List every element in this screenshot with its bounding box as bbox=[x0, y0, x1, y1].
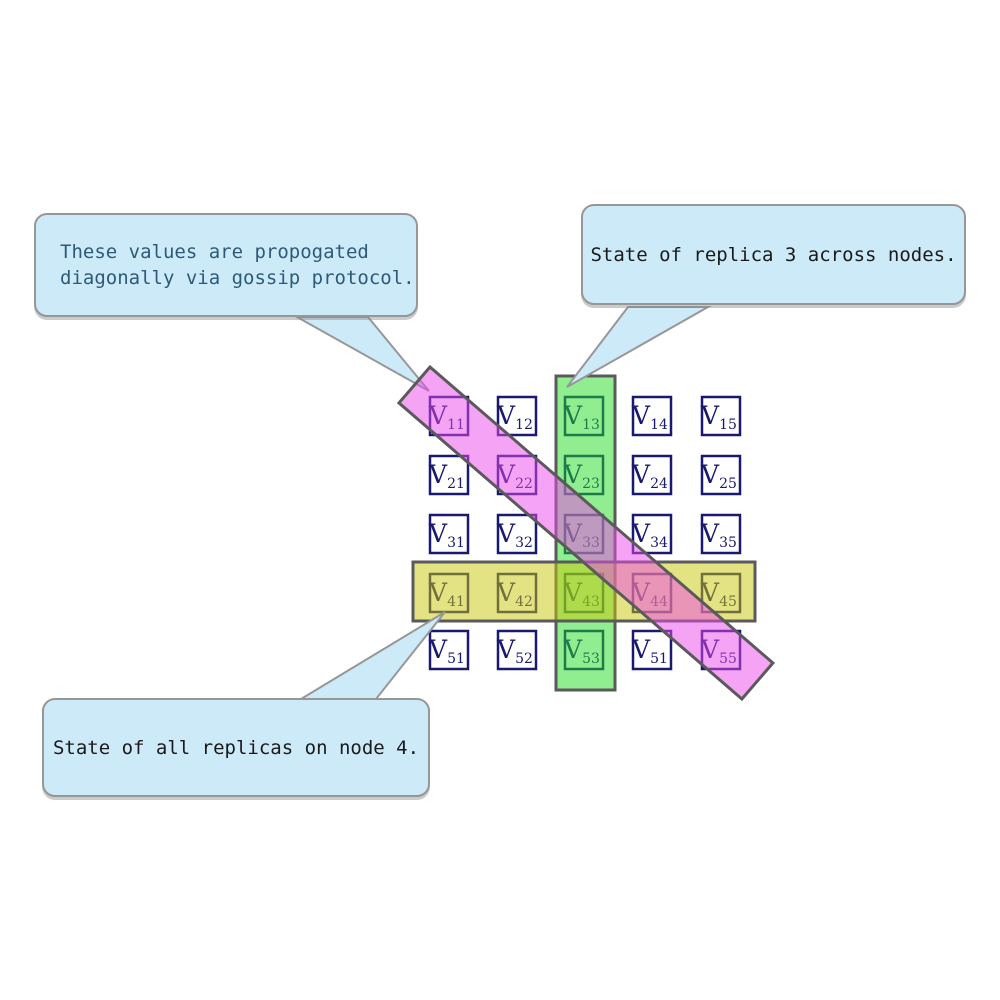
node-callout-tail bbox=[297, 611, 446, 700]
grid-cell-r3c4 bbox=[631, 513, 673, 555]
grid-cell-label: V15 bbox=[700, 401, 737, 433]
callout-tails bbox=[293, 306, 712, 700]
grid-cell-r3c2 bbox=[496, 513, 538, 555]
replica-callout: State of replica 3 across nodes. bbox=[581, 204, 966, 305]
gossip-diagonal-rect bbox=[396, 364, 776, 702]
grid-cell-r3c1 bbox=[428, 513, 470, 555]
gossip-callout: These values are propogated diagonally v… bbox=[34, 213, 418, 317]
gossip-callout-line: These values are propogated bbox=[60, 241, 369, 263]
grid-cell-r2c5 bbox=[700, 454, 742, 496]
grid-cell-r1c4 bbox=[631, 395, 673, 437]
grid-cell-r2c4 bbox=[631, 454, 673, 496]
grid-cell-r5c4 bbox=[631, 629, 673, 671]
grid-cell-r5c2 bbox=[496, 629, 538, 671]
grid-cell-r2c1 bbox=[428, 454, 470, 496]
node-callout: State of all replicas on node 4. bbox=[42, 698, 430, 797]
node-callout-line: State of all replicas on node 4. bbox=[52, 736, 420, 759]
grid-cell-r3c5 bbox=[700, 513, 742, 555]
gossip-diagonal-highlight bbox=[396, 364, 776, 702]
node4-row-highlight bbox=[411, 560, 757, 623]
grid-cell-label: V32 bbox=[496, 519, 533, 551]
grid-cell-r5c1 bbox=[428, 629, 470, 671]
grid-cell-r1c2 bbox=[496, 395, 538, 437]
grid-cell-r1c5 bbox=[700, 395, 742, 437]
replica-callout-line: State of replica 3 across nodes. bbox=[590, 243, 957, 266]
replica-callout-tail bbox=[566, 306, 712, 388]
gossip-callout-line: diagonally via gossip protocol. bbox=[60, 267, 415, 289]
gossip-callout-tail bbox=[293, 316, 430, 392]
grid-cell-label: V31 bbox=[428, 519, 465, 551]
